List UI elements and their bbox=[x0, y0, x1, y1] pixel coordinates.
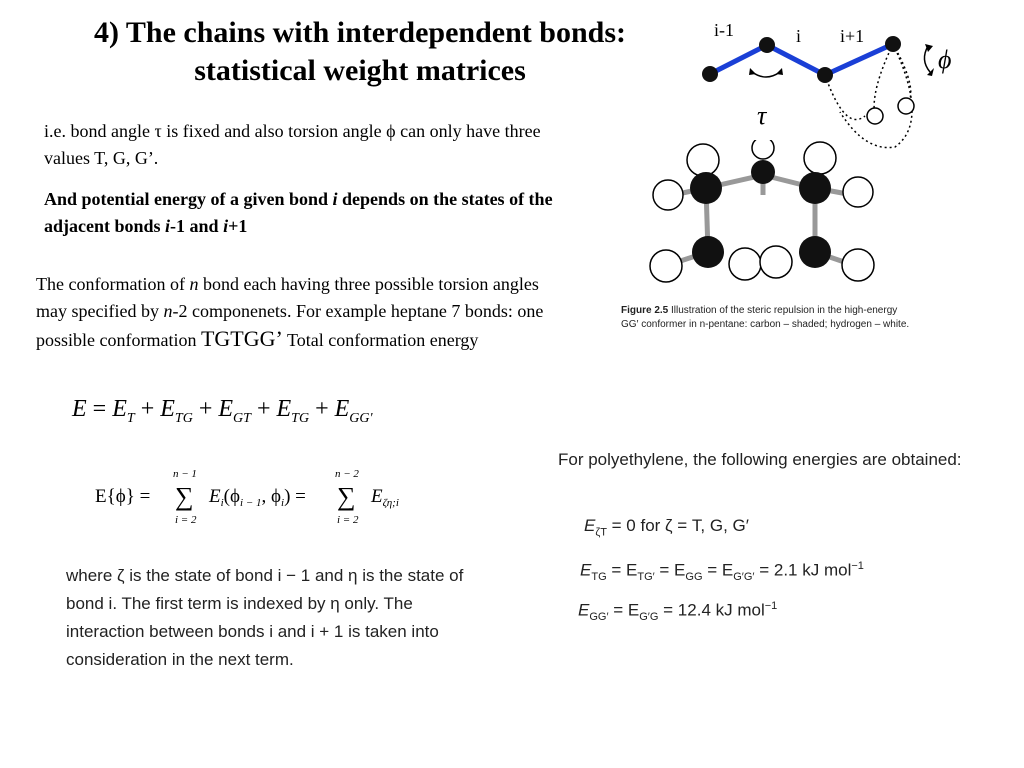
dotted-bond-3 bbox=[892, 43, 912, 107]
atom-2 bbox=[759, 37, 775, 53]
energy-line-3: EGG′ = EG′G = 12.4 kJ mol−1 bbox=[578, 600, 778, 624]
energy-line-2: ETG = ETG′ = EGG = EG′G′ = 2.1 kJ mol−1 bbox=[580, 560, 864, 584]
dotted-bond-1 bbox=[824, 74, 866, 121]
phi-symbol: ϕ bbox=[938, 45, 951, 74]
sum2-upper-limit: n − 2 bbox=[335, 468, 359, 480]
label-bond-i: i bbox=[796, 26, 801, 46]
carbon-1 bbox=[690, 172, 722, 204]
atom-alt-1 bbox=[866, 107, 884, 125]
eq2-term1: Ei(ϕi − 1, ϕi) = bbox=[208, 486, 306, 509]
carbon-5 bbox=[799, 236, 831, 268]
energy-line-1: EζT = 0 for ζ = T, G, G′ bbox=[584, 516, 749, 539]
sum1-upper-limit: n − 1 bbox=[173, 468, 197, 480]
conformation-text: The conformation of n bond each having t… bbox=[36, 274, 544, 351]
bond-line-3 bbox=[823, 41, 895, 78]
angle-arrowhead-right bbox=[776, 68, 783, 75]
hydrogen-8 bbox=[759, 245, 793, 279]
title-line-1: 4) The chains with interdependent bonds: bbox=[93, 16, 627, 49]
atom-3 bbox=[817, 67, 833, 83]
sum1-sigma: ∑ bbox=[175, 482, 194, 511]
bond-line-2 bbox=[765, 42, 827, 78]
dotted-bond-2 bbox=[873, 43, 894, 117]
title-line-2: statistical weight matrices bbox=[194, 54, 526, 87]
sum2-lower-limit: i = 2 bbox=[337, 514, 359, 526]
atom-alt-2 bbox=[897, 97, 915, 115]
label-bond-prev: i-1 bbox=[714, 20, 734, 40]
torsion-arrowhead-bottom bbox=[927, 68, 934, 76]
pentane-molecule-figure bbox=[649, 140, 875, 283]
summation-equation: E{ϕ} = n − 1 ∑ i = 2 Ei(ϕi − 1, ϕi) = n … bbox=[95, 468, 399, 526]
torsion-arrowhead-top bbox=[925, 44, 933, 52]
hydrogen-6 bbox=[649, 249, 683, 283]
atom-4 bbox=[885, 36, 901, 52]
hydrogen-4 bbox=[803, 141, 837, 175]
polyethylene-intro: For polyethylene, the following energies… bbox=[558, 450, 962, 469]
sum2-sigma: ∑ bbox=[337, 482, 356, 511]
carbon-2 bbox=[751, 160, 775, 184]
hydrogen-5 bbox=[842, 176, 874, 208]
carbon-4 bbox=[692, 236, 724, 268]
bond-dependence-text: And potential energy of a given bond i d… bbox=[44, 189, 553, 236]
hydrogen-7 bbox=[728, 247, 762, 281]
angle-arrow bbox=[751, 71, 781, 78]
intro-text: i.e. bond angle τ is fixed and also tors… bbox=[44, 121, 541, 168]
where-explanation: where ζ is the state of bond i − 1 and η… bbox=[66, 566, 464, 669]
sum1-lower-limit: i = 2 bbox=[175, 514, 197, 526]
slide-title: 4) The chains with interdependent bonds:… bbox=[30, 14, 690, 90]
dotted-rotation-circle bbox=[839, 43, 913, 149]
bond-chain-diagram: i-1 i i+1 τ ϕ bbox=[702, 20, 951, 149]
total-energy-equation: E = ET + ETG + EGT + ETG + EGG' bbox=[72, 396, 373, 426]
hydrogen-2 bbox=[652, 179, 684, 211]
carbon-3 bbox=[799, 172, 831, 204]
tau-symbol: τ bbox=[757, 101, 768, 130]
figure-caption: Figure 2.5 Illustration of the steric re… bbox=[621, 305, 910, 330]
eq2-term2: Eζη;i bbox=[370, 486, 399, 509]
hydrogen-1 bbox=[686, 143, 720, 177]
hydrogen-3 bbox=[751, 140, 775, 160]
bond-line-1 bbox=[708, 42, 769, 77]
angle-arrowhead-left bbox=[749, 68, 756, 75]
hydrogen-9 bbox=[841, 248, 875, 282]
eq2-lhs: E{ϕ} = bbox=[95, 486, 150, 507]
atom-1 bbox=[702, 66, 718, 82]
label-bond-next: i+1 bbox=[840, 26, 864, 46]
